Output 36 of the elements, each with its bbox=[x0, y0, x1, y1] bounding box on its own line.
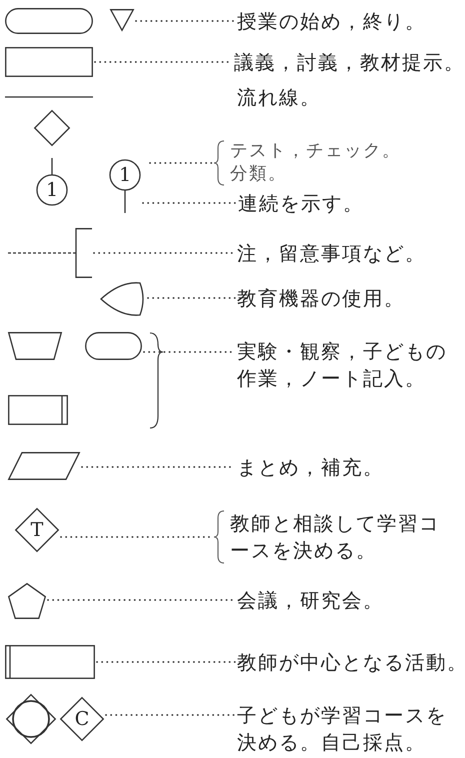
leader-line bbox=[147, 297, 236, 299]
process-box bbox=[8, 395, 68, 425]
description-text: 注，留意事項など。 bbox=[237, 240, 465, 267]
description-text: 連続を示す。 bbox=[238, 190, 465, 217]
display-symbol bbox=[100, 282, 146, 316]
description-text: 授業の始め，終り。 bbox=[237, 8, 465, 35]
leader-line bbox=[60, 536, 213, 538]
parallelogram-symbol bbox=[8, 452, 80, 480]
description-text: まとめ，補充。 bbox=[237, 454, 465, 481]
decision-diamond bbox=[34, 110, 70, 146]
leader-line bbox=[142, 202, 237, 204]
terminal-symbol bbox=[5, 8, 93, 34]
process-box bbox=[5, 47, 93, 77]
description-text: 議義，討義，教材提示。 bbox=[234, 49, 465, 76]
description-text: 子どもが学習コースを決める。自己採点。 bbox=[237, 702, 452, 756]
description-text: 実験・観察，子どもの作業，ノート記入。 bbox=[237, 338, 452, 392]
decision-diamond: T bbox=[15, 508, 59, 552]
description-text: 教師と相談して学習コースを決める。 bbox=[230, 511, 441, 564]
leader-line bbox=[149, 162, 213, 164]
pentagon-symbol bbox=[8, 583, 46, 619]
description-text: 流れ線。 bbox=[237, 84, 465, 111]
description-text: 教育機器の使用。 bbox=[237, 285, 465, 312]
process-box bbox=[5, 645, 95, 679]
terminal-symbol bbox=[85, 332, 142, 360]
leader-line bbox=[135, 20, 236, 22]
description-text: 教師が中心となる活動。 bbox=[237, 649, 465, 676]
leader-line bbox=[105, 714, 236, 716]
decision-diamond: C bbox=[60, 697, 104, 741]
annotation-bracket bbox=[8, 228, 92, 278]
description-text: 会議，研究会。 bbox=[237, 587, 465, 614]
trapezoid-symbol bbox=[8, 332, 62, 360]
triangle-symbol bbox=[110, 9, 134, 31]
leader-line bbox=[96, 661, 236, 663]
description-text: 分類。 bbox=[230, 163, 288, 186]
description-text: テスト，チェック。 bbox=[230, 140, 402, 163]
decision-diamond bbox=[6, 694, 56, 744]
